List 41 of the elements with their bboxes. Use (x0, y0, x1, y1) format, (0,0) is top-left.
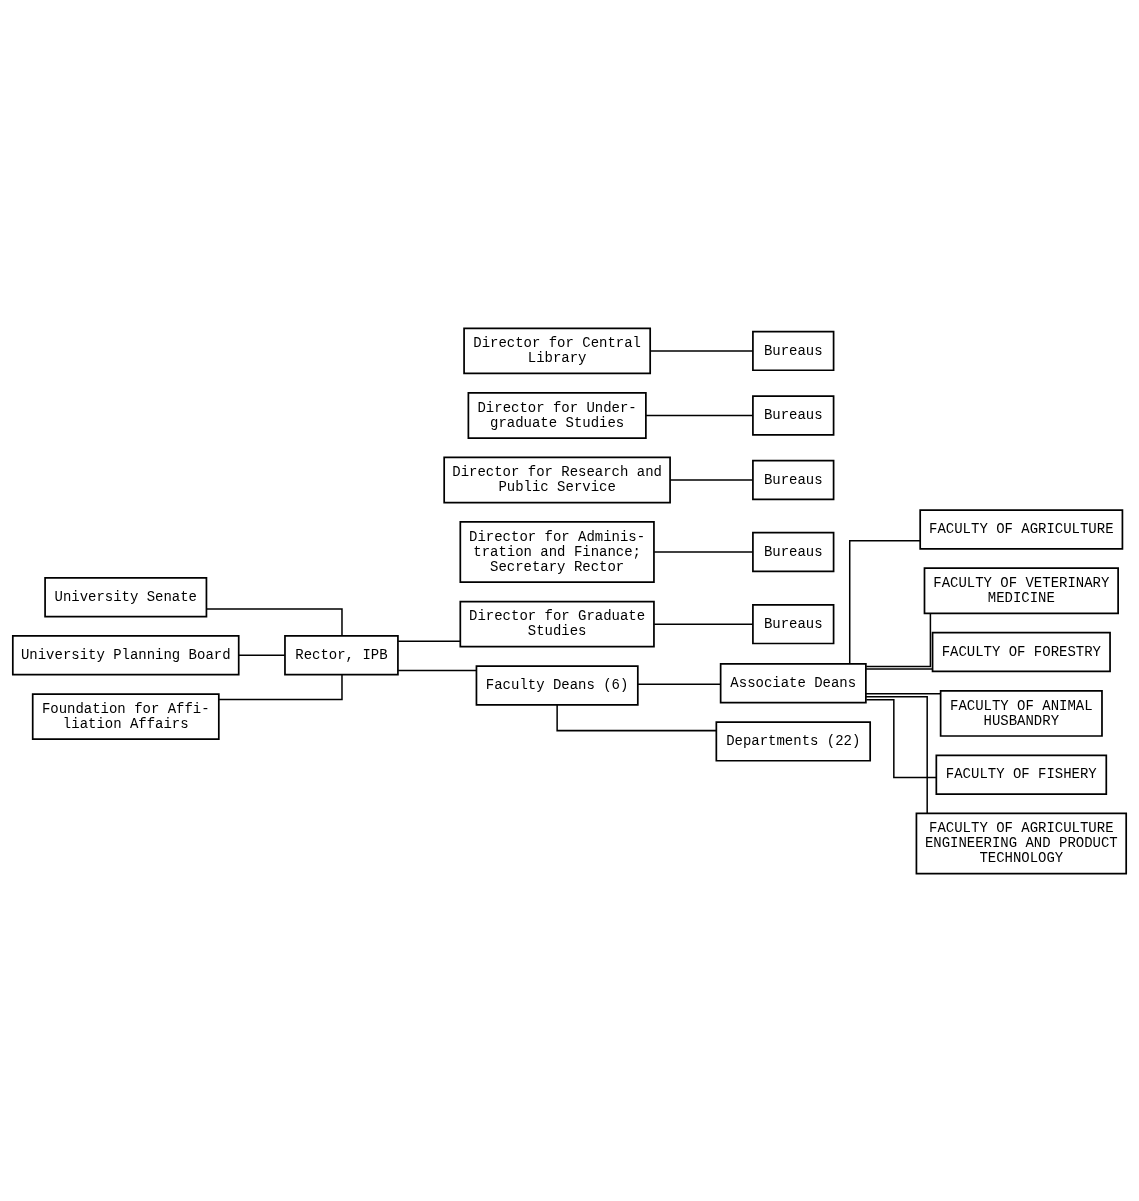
node-box: FACULTY OF FISHERY (935, 754, 1108, 795)
node-box: Foundation for Affi- liation Affairs (31, 692, 220, 740)
node-box: Director for Central Library (463, 326, 652, 374)
node-box: FACULTY OF AGRICULTURE (919, 508, 1124, 550)
node-box: Associate Deans (719, 662, 867, 703)
connector (649, 349, 754, 352)
connector (397, 669, 477, 671)
connector (865, 692, 942, 695)
connector (218, 673, 343, 700)
node-box: Director for Graduate Studies (459, 600, 655, 648)
node-box: Rector, IPB (284, 634, 399, 676)
connector (238, 654, 286, 656)
node-box: Departments (22) (715, 720, 872, 762)
node-box: FACULTY OF FORESTRY (931, 631, 1111, 672)
connector (205, 607, 343, 636)
node-box: FACULTY OF AGRICULTURE ENGINEERING AND PRODUCT TECHNOLOGY (915, 812, 1128, 875)
connector (865, 698, 938, 778)
connector (653, 622, 754, 625)
node-box: Bureaus (752, 459, 835, 500)
node-box: Bureaus (752, 394, 835, 436)
connector (848, 539, 921, 665)
node-box: FACULTY OF ANIMAL HUSBANDRY (939, 689, 1103, 737)
node-box: Bureaus (752, 531, 835, 572)
node-box: Faculty Deans (6) (475, 664, 639, 706)
node-box: Director for Under- graduate Studies (467, 391, 647, 439)
node-box: Bureaus (752, 330, 835, 371)
connector (556, 703, 717, 731)
connector (653, 550, 754, 553)
connector (865, 667, 934, 670)
node-box: Director for Research and Public Service (443, 456, 671, 503)
node-box: University Senate (44, 576, 208, 617)
node-box: FACULTY OF VETERINARY MEDICINE (923, 566, 1119, 614)
connector (637, 683, 722, 685)
connector (669, 478, 754, 481)
node-box: Bureaus (752, 603, 835, 644)
connector (397, 640, 461, 642)
connector (865, 612, 932, 667)
connector (645, 414, 754, 416)
node-box: University Planning Board (11, 634, 240, 676)
connector (865, 695, 928, 814)
node-box: Director for Adminis- tration and Finance; Secretary Rector (459, 520, 655, 583)
